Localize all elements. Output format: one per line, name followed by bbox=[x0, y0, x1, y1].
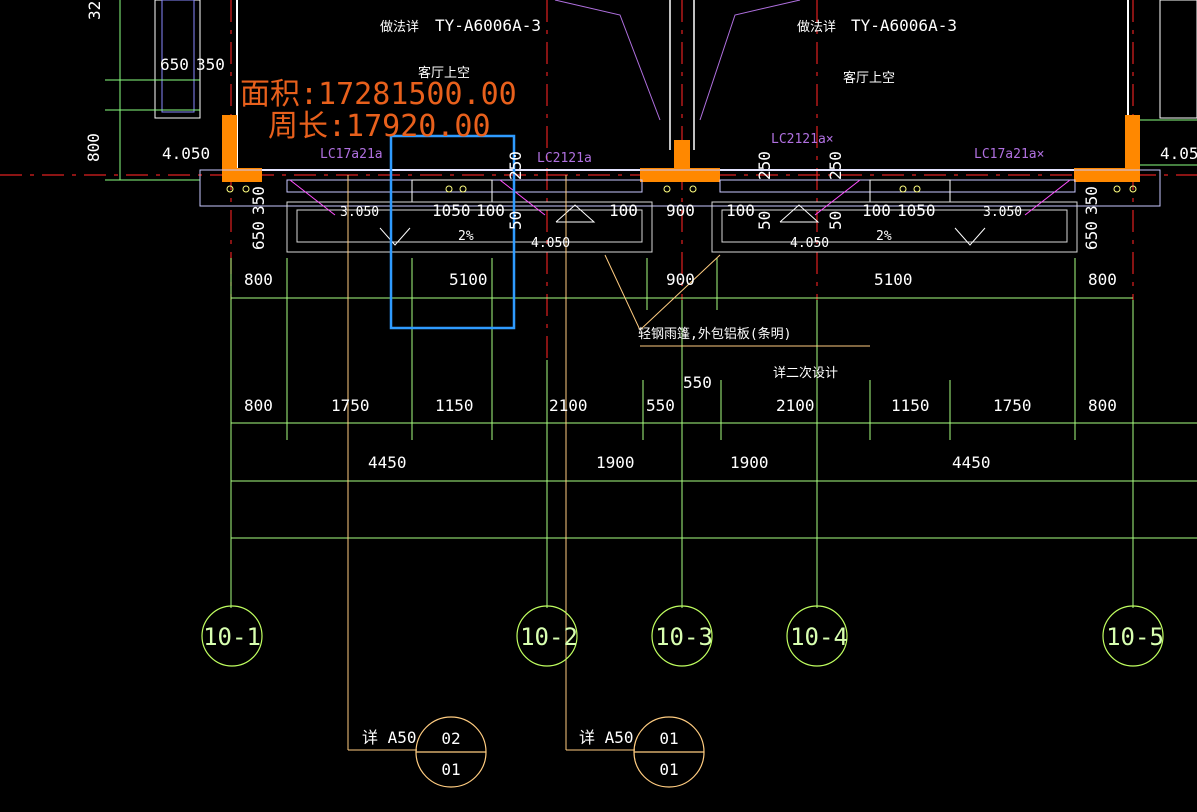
dim-650: 650 bbox=[160, 55, 189, 74]
small-dims: 1050 100 100 900 100 100 1050 bbox=[432, 201, 936, 220]
axis-labels: 10-1 10-2 10-3 10-4 10-5 bbox=[203, 623, 1164, 651]
axis-bubbles bbox=[201, 605, 1164, 667]
vdim-350-right: 350 bbox=[1082, 186, 1101, 215]
selection-box[interactable] bbox=[389, 134, 516, 330]
row2-800-left: 800 bbox=[244, 396, 273, 415]
vdim-650-right: 650 bbox=[1082, 221, 1101, 250]
axis-label-10-4: 10-4 bbox=[790, 623, 848, 651]
right-building-outline bbox=[1140, 0, 1197, 166]
slope-left: 2% bbox=[458, 229, 474, 244]
row3-1900-left: 1900 bbox=[596, 453, 635, 472]
detail-1-top: 02 bbox=[441, 729, 460, 748]
elev-4050-right: 4.050 bbox=[790, 236, 829, 251]
detail-bubbles bbox=[415, 716, 705, 788]
dim-row-1: 800 5100 900 5100 800 bbox=[244, 270, 1117, 289]
sdim-100-b: 100 bbox=[609, 201, 638, 220]
slope-right: 2% bbox=[876, 229, 892, 244]
left-dims: 325 650 350 800 4.050 4.050 bbox=[84, 0, 1197, 163]
row2-2100-left: 2100 bbox=[549, 396, 588, 415]
row2-1150-left: 1150 bbox=[435, 396, 474, 415]
dim-325: 325 bbox=[85, 0, 104, 20]
vdim-50-a: 50 bbox=[506, 211, 525, 230]
detail-1-bottom: 01 bbox=[441, 760, 460, 779]
sdim-100-c: 100 bbox=[726, 201, 755, 220]
sdim-1050-right: 1050 bbox=[897, 201, 936, 220]
vdim-50-b: 50 bbox=[755, 211, 774, 230]
note-code-left: TY-A6006A-3 bbox=[435, 16, 541, 35]
left-building-outline bbox=[105, 0, 201, 181]
row1-800-left: 800 bbox=[244, 270, 273, 289]
row3-1900-right: 1900 bbox=[730, 453, 769, 472]
area-readout: 面积:17281500.00 bbox=[240, 77, 517, 112]
note-prefix-left: 做法详 bbox=[380, 20, 419, 35]
sdim-100-a: 100 bbox=[476, 201, 505, 220]
vdim-350-left: 350 bbox=[249, 186, 268, 215]
canopy-note: 轻钢雨篷,外包铝板(条明) bbox=[638, 326, 791, 342]
axis-label-10-1: 10-1 bbox=[203, 623, 261, 651]
row1-5100-left: 5100 bbox=[449, 270, 488, 289]
perimeter-readout: 周长:17920.00 bbox=[268, 109, 491, 144]
detail-label-2: 详 A50 bbox=[579, 728, 634, 747]
secondary-design-note: 详二次设计 bbox=[773, 365, 838, 381]
dim-800: 800 bbox=[84, 133, 103, 162]
row1-800-right: 800 bbox=[1088, 270, 1117, 289]
elev-right: 4.050 bbox=[1160, 144, 1197, 163]
row2-550: 550 bbox=[646, 396, 675, 415]
axis-label-10-3: 10-3 bbox=[655, 623, 713, 651]
row2-1750-left: 1750 bbox=[331, 396, 370, 415]
dim-550-upper: 550 bbox=[683, 373, 712, 392]
elev-3050-right: 3.050 bbox=[983, 205, 1022, 220]
row2-2100-right: 2100 bbox=[776, 396, 815, 415]
axis-label-10-5: 10-5 bbox=[1106, 623, 1164, 651]
sdim-100-d: 100 bbox=[862, 201, 891, 220]
top-notes: 做法详 TY-A6006A-3 做法详 TY-A6006A-3 客厅上空 客厅上… bbox=[380, 16, 957, 86]
row1-5100-right: 5100 bbox=[874, 270, 913, 289]
vdim-250-b: 250 bbox=[755, 151, 774, 180]
canopy-strip bbox=[199, 169, 1161, 253]
dim-row-2: 800 1750 1150 2100 550 2100 1150 1750 80… bbox=[244, 396, 1117, 415]
elev-3050-left: 3.050 bbox=[340, 205, 379, 220]
dimension-lines bbox=[230, 254, 1197, 608]
detail-2-bottom: 01 bbox=[659, 760, 678, 779]
dim-350: 350 bbox=[196, 55, 225, 74]
vertical-dims: 250 250 250 350 650 50 50 50 350 650 bbox=[249, 151, 1101, 250]
detail-2-top: 01 bbox=[659, 729, 678, 748]
detail-leaders bbox=[347, 175, 635, 751]
window-tag-4: LC17a21a× bbox=[974, 147, 1044, 162]
measure-readout: 面积:17281500.00 周长:17920.00 bbox=[240, 77, 517, 144]
sdim-900: 900 bbox=[666, 201, 695, 220]
elevations: 3.050 4.050 4.050 3.050 2% 2% bbox=[340, 205, 1022, 251]
row2-1150-right: 1150 bbox=[891, 396, 930, 415]
row2-1750-right: 1750 bbox=[993, 396, 1032, 415]
detail-labels: 详 A50 02 01 详 A50 01 01 bbox=[362, 728, 679, 779]
note-prefix-right: 做法详 bbox=[797, 20, 836, 35]
vdim-650-left: 650 bbox=[249, 221, 268, 250]
window-tag-1: LC17a21a bbox=[320, 147, 383, 162]
room-label-left: 客厅上空 bbox=[418, 65, 470, 81]
vdim-50-c: 50 bbox=[826, 211, 845, 230]
dim-row-3: 4450 1900 1900 4450 bbox=[368, 453, 991, 472]
detail-label-1: 详 A50 bbox=[362, 728, 417, 747]
elev-left: 4.050 bbox=[162, 144, 210, 163]
row3-4450-right: 4450 bbox=[952, 453, 991, 472]
note-code-right: TY-A6006A-3 bbox=[851, 16, 957, 35]
window-tag-2: LC2121a bbox=[537, 151, 592, 166]
axis-label-10-2: 10-2 bbox=[520, 623, 578, 651]
row2-800-right: 800 bbox=[1088, 396, 1117, 415]
room-label-right: 客厅上空 bbox=[843, 70, 895, 86]
vdim-250-a: 250 bbox=[506, 151, 525, 180]
window-tags: LC17a21a LC2121a LC2121a× LC17a21a× bbox=[320, 132, 1044, 166]
row1-900: 900 bbox=[666, 270, 695, 289]
row3-4450-left: 4450 bbox=[368, 453, 407, 472]
window-tag-3: LC2121a× bbox=[771, 132, 834, 147]
elev-4050-left: 4.050 bbox=[531, 236, 570, 251]
sdim-1050-left: 1050 bbox=[432, 201, 471, 220]
vdim-250-c: 250 bbox=[826, 151, 845, 180]
notes: 轻钢雨篷,外包铝板(条明) 详二次设计 550 bbox=[638, 326, 838, 392]
